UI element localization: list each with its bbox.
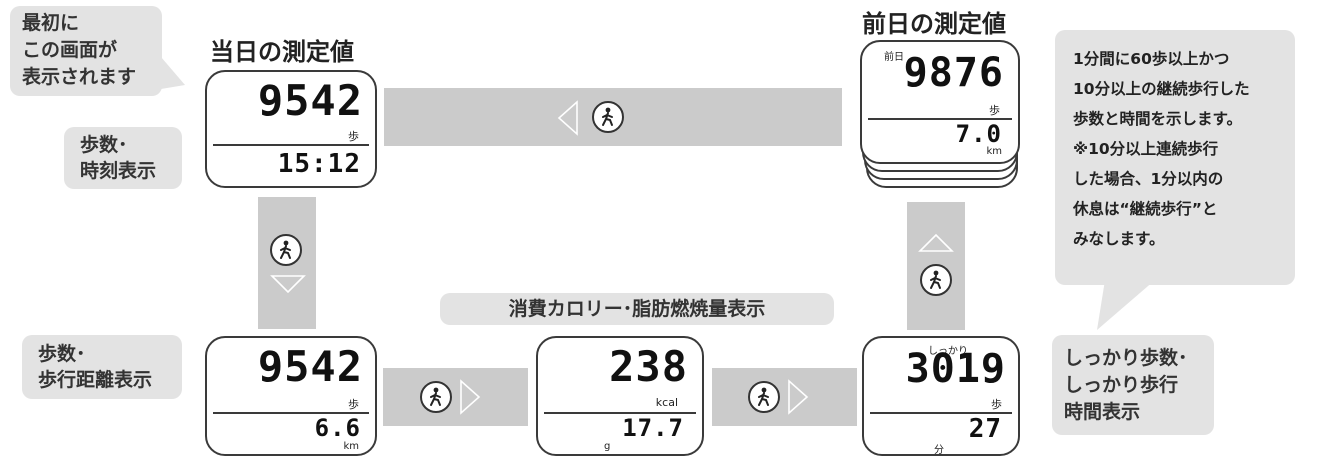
triangle-arrow-icon [918, 233, 954, 252]
calorie-heading-box: 消費カロリー･脂肪燃焼量表示 [440, 293, 834, 325]
triangle-arrow-icon [788, 379, 809, 415]
distance-steps-value: 9542 [257, 342, 363, 391]
walking-person-icon [758, 387, 769, 406]
distance-unit: km [343, 441, 359, 452]
previous-steps-unit: 歩 [989, 104, 1000, 117]
label-steps-time-line-1: 歩数･ [80, 134, 128, 156]
firm-steps-note: 1分間に60歩以上かつ 10分以上の継続歩行した 歩数と時間を示します。 ※10… [1055, 30, 1295, 285]
triangle-arrow-icon [270, 275, 306, 294]
triangle-arrow-icon [557, 100, 578, 136]
note-line-7: みなします。 [1073, 230, 1165, 248]
walking-person-icon [280, 240, 291, 259]
firm-time-value: 27 [968, 414, 1002, 444]
walk-button-left[interactable] [270, 234, 302, 266]
screen-previous-day: 前日 9876 歩 7.0 km [860, 40, 1020, 164]
note-line-5: した場合、1分以内の [1073, 170, 1224, 188]
label-steps-distance: 歩数･ 歩行距離表示 [22, 335, 182, 399]
screen-divider [868, 118, 1012, 120]
today-steps-value: 9542 [257, 76, 363, 125]
walking-person-icon [430, 387, 441, 406]
screen-divider [213, 412, 369, 414]
firm-steps-unit: 歩 [991, 398, 1002, 411]
note-line-3: 歩数と時間を示します。 [1073, 110, 1242, 128]
band-distance-to-calorie [383, 368, 528, 426]
callout-line-3: 表示されます [22, 66, 137, 88]
fat-burn-unit: g [604, 441, 611, 452]
screen-divider [213, 144, 369, 146]
note-line-6: 休息は“継続歩行”と [1073, 200, 1218, 218]
calorie-unit: kcal [655, 396, 678, 409]
label-firm-line-3: 時間表示 [1064, 401, 1141, 423]
label-firm-steps: しっかり歩数･ しっかり歩行 時間表示 [1052, 335, 1214, 435]
band-calorie-to-firm [712, 368, 857, 426]
screen-firm-steps: しっかり 3019 歩 27 分 [862, 336, 1020, 456]
walk-button-right[interactable] [920, 264, 952, 296]
label-steps-time-line-2: 時刻表示 [80, 160, 157, 182]
walking-person-icon [930, 270, 941, 289]
screen-calorie: 238 kcal 17.7 g [536, 336, 704, 456]
previous-distance-value: 7.0 [955, 120, 1002, 148]
note-line-1: 1分間に60歩以上かつ [1073, 50, 1230, 68]
fat-burn-value: 17.7 [622, 414, 684, 442]
firm-tag: しっかり [928, 346, 968, 357]
screen-divider [544, 412, 696, 414]
walk-button-bottom-2[interactable] [748, 381, 780, 413]
walking-person-icon [602, 107, 613, 126]
label-steps-time: 歩数･ 時刻表示 [64, 127, 182, 189]
previous-distance-unit: km [986, 146, 1002, 157]
screen-divider [870, 412, 1012, 414]
previous-tag: 前日 [884, 52, 904, 63]
callout-line-1: 最初に [22, 12, 80, 34]
firm-time-unit: 分 [934, 445, 944, 456]
distance-steps-unit: 歩 [348, 398, 359, 411]
calorie-value: 238 [609, 342, 688, 391]
first-screen-callout: 最初に この画面が 表示されます [10, 6, 162, 96]
triangle-arrow-icon [460, 379, 481, 415]
label-steps-distance-line-2: 歩行距離表示 [38, 369, 153, 391]
label-steps-distance-line-1: 歩数･ [38, 343, 86, 365]
today-steps-unit: 歩 [348, 130, 359, 143]
note-line-4: ※10分以上連続歩行 [1073, 140, 1219, 158]
heading-today: 当日の測定値 [210, 38, 354, 66]
heading-previous: 前日の測定値 [862, 10, 1006, 38]
note-pointer [1097, 280, 1155, 330]
callout-line-2: この画面が [22, 39, 118, 61]
screen-today-steps-time: 9542 歩 15:12 [205, 70, 377, 188]
walk-button-top[interactable] [592, 101, 624, 133]
walk-button-bottom-1[interactable] [420, 381, 452, 413]
today-time-value: 15:12 [277, 149, 361, 179]
previous-steps-value: 9876 [903, 50, 1004, 96]
callout-pointer [155, 50, 185, 90]
label-firm-line-1: しっかり歩数･ [1064, 347, 1188, 369]
heading-calorie: 消費カロリー･脂肪燃焼量表示 [508, 298, 766, 320]
label-firm-line-2: しっかり歩行 [1064, 374, 1179, 396]
firm-steps-value: 3019 [905, 346, 1006, 392]
note-line-2: 10分以上の継続歩行した [1073, 80, 1250, 98]
distance-value: 6.6 [314, 414, 361, 442]
screen-steps-distance: 9542 歩 6.6 km [205, 336, 377, 456]
